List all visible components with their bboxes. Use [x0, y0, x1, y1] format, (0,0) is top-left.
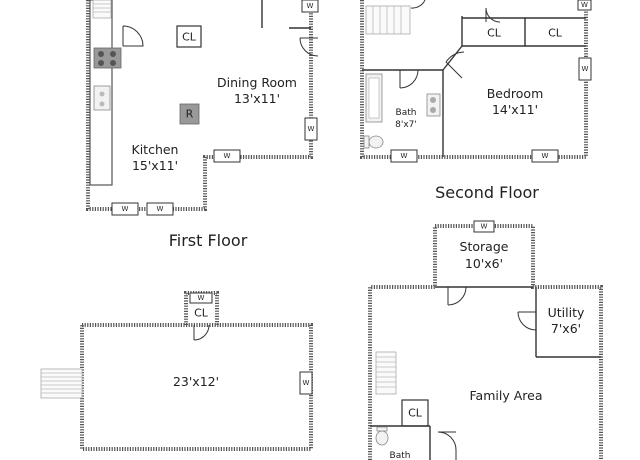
stair-door	[410, 0, 426, 9]
first-floor-window-1: W	[301, 0, 319, 13]
window-label: W	[481, 223, 488, 231]
window-label: W	[307, 2, 314, 10]
second-floor-closet-right: CL	[548, 27, 563, 40]
bedroom-wall-left	[442, 45, 463, 71]
second-floor-stairs	[365, 5, 411, 35]
bedroom-door	[445, 51, 465, 79]
refrigerator-label: R	[186, 108, 194, 121]
basement-toilet	[375, 426, 389, 446]
basement-stairs	[375, 351, 397, 395]
second-floor-plan: CL CL W W W W Bedroom 14'x11' Ba	[360, 0, 592, 202]
second-floor-closet-left: CL	[487, 27, 502, 40]
window-label: W	[582, 65, 589, 73]
bath-sink	[426, 93, 441, 117]
attic-closet-label: CL	[194, 307, 209, 320]
first-floor-window-2: W	[304, 117, 318, 141]
kitchen-name: Kitchen	[132, 142, 179, 157]
utility-dim: 7'x6'	[551, 321, 581, 336]
attic-window-top: W	[189, 292, 213, 304]
kitchen-upper-cabinet	[92, 0, 112, 19]
second-floor-title: Second Floor	[435, 183, 539, 202]
basement-plan: W CL Storage 10'x6' Utili	[368, 220, 603, 460]
window-label: W	[198, 294, 205, 302]
first-floor-window-4: W	[111, 202, 139, 216]
utility-name: Utility	[548, 305, 585, 320]
bedroom-name: Bedroom	[487, 86, 544, 101]
kitchen-door	[122, 25, 144, 47]
bath-name: Bath	[396, 108, 417, 118]
window-label: W	[308, 125, 315, 133]
storage-name: Storage	[460, 239, 509, 254]
second-floor-closet-right-label: CL	[548, 27, 563, 40]
window-label: W	[224, 152, 231, 160]
first-floor-title: First Floor	[169, 231, 248, 250]
toilet	[363, 135, 384, 149]
dining-door	[299, 37, 319, 57]
kitchen-dim: 15'x11'	[132, 158, 178, 173]
first-floor-window-3: W	[213, 149, 241, 163]
first-floor-closet: CL	[176, 25, 202, 48]
storage-door	[447, 286, 467, 306]
kitchen-counter	[89, 0, 113, 186]
second-floor-window-1: W	[577, 0, 592, 11]
family-area-name: Family Area	[470, 388, 543, 403]
window-label: W	[157, 205, 164, 213]
bedroom-dim: 14'x11'	[492, 102, 538, 117]
window-label: W	[303, 379, 310, 387]
attic-room-dim: 23'x12'	[173, 374, 219, 389]
bath-door	[399, 69, 419, 89]
storage-dim: 10'x6'	[465, 256, 503, 271]
window-label: W	[542, 152, 549, 160]
window-label: W	[401, 152, 408, 160]
kitchen-sink	[93, 85, 111, 111]
basement-bath-name: Bath	[390, 451, 411, 460]
second-floor-window-2: W	[578, 57, 592, 81]
bathtub	[365, 73, 383, 123]
second-floor-window-3: W	[390, 149, 418, 163]
bath-dim: 8'x7'	[395, 120, 417, 130]
attic-plan: CL W W 23'x12'	[40, 291, 313, 451]
utility-door	[517, 311, 537, 331]
attic-closet-door	[193, 324, 210, 341]
storage-window: W	[473, 220, 495, 233]
refrigerator: R	[179, 103, 200, 125]
second-floor-window-4: W	[531, 149, 559, 163]
attic-walls	[80, 323, 313, 451]
basement-closet: CL	[401, 399, 429, 427]
basement-closet-label: CL	[408, 407, 423, 420]
first-floor-closet-label: CL	[182, 31, 197, 44]
second-floor-walls	[360, 0, 588, 159]
first-floor-plan: R CL W W W W W Dining Room 13'x11' Kitch…	[86, 0, 319, 250]
hall-door	[485, 7, 501, 23]
second-floor-closet-left-label: CL	[487, 27, 502, 40]
first-floor-window-5: W	[146, 202, 174, 216]
attic-window-right: W	[299, 371, 313, 395]
dining-room-name: Dining Room	[217, 75, 297, 90]
window-label: W	[122, 205, 129, 213]
stove	[93, 47, 122, 69]
attic-stairs	[40, 368, 83, 399]
window-label: W	[581, 1, 588, 9]
dining-room-dim: 13'x11'	[234, 91, 280, 106]
attic-closet: CL	[194, 307, 209, 320]
basement-bath-door	[437, 431, 457, 460]
